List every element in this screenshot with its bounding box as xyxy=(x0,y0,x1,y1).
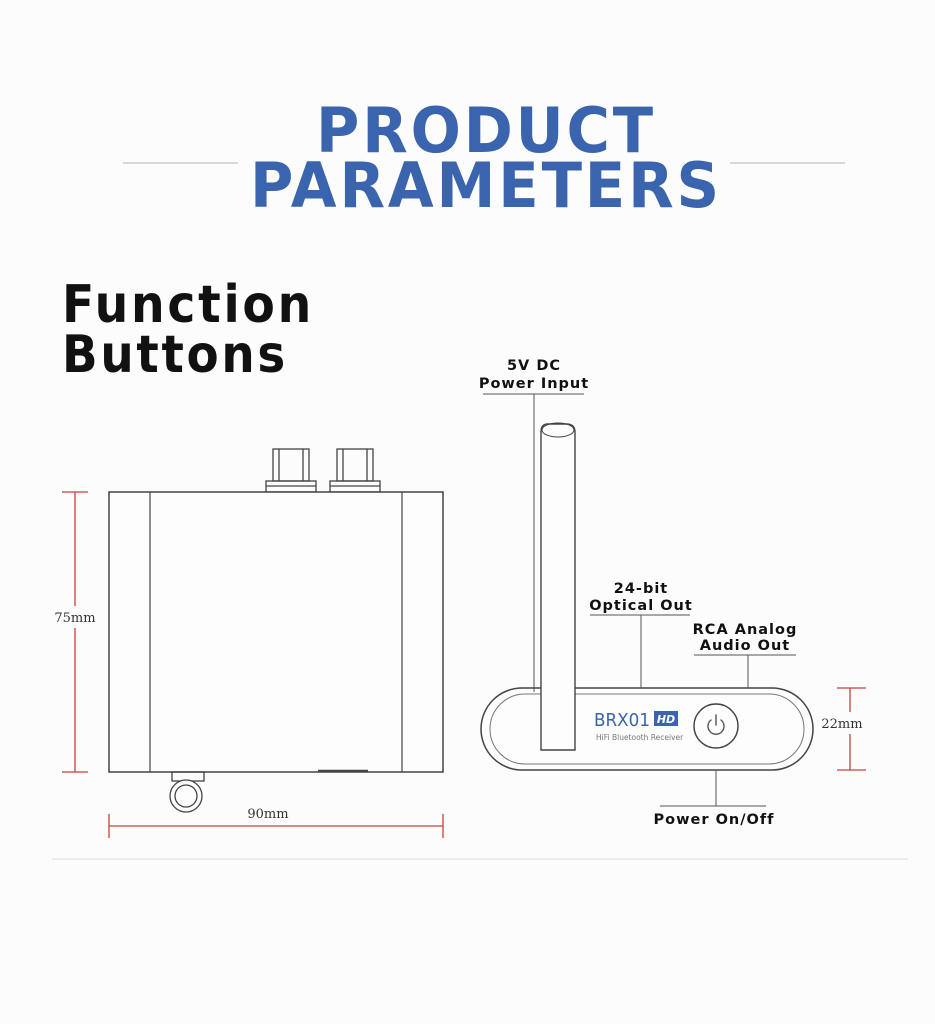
right-device: BRX01 HD HiFi Bluetooth Receiver 22mm xyxy=(480,422,866,771)
callout-rca-out: RCA Analog Audio Out xyxy=(693,622,798,688)
hd-badge xyxy=(654,711,678,726)
width-dimension xyxy=(108,814,444,838)
callout-rca-out-line-2: Audio Out xyxy=(700,638,791,654)
section-heading-line-2: Buttons xyxy=(62,325,288,385)
height-dimension-right xyxy=(837,687,866,771)
knob xyxy=(169,771,205,813)
antenna-icon xyxy=(540,422,576,751)
device-subtitle: HiFi Bluetooth Receiver xyxy=(596,733,684,742)
width-label: 90mm xyxy=(247,807,288,822)
callout-optical-out-line-1: 24-bit xyxy=(614,581,668,597)
hd-badge-label: HD xyxy=(657,713,675,726)
height-label-left: 75mm xyxy=(54,611,95,626)
height-dimension-left xyxy=(62,491,88,773)
power-button[interactable] xyxy=(693,703,739,749)
connector-right xyxy=(329,448,381,493)
callout-rca-out-line-1: RCA Analog xyxy=(693,622,798,638)
connector-left xyxy=(265,448,317,493)
right-device-body-inner xyxy=(489,693,805,765)
left-device-body xyxy=(108,491,444,773)
height-label-right: 22mm xyxy=(821,717,862,732)
callout-optical-out-line-2: Optical Out xyxy=(589,598,693,614)
page-title: PRODUCT PARAMETERS xyxy=(123,94,845,222)
callout-optical-out: 24-bit Optical Out xyxy=(589,581,693,688)
callout-power-button-line-1: Power On/Off xyxy=(654,812,775,828)
callout-power-input-line-1: 5V DC xyxy=(507,358,561,374)
callout-power-input: 5V DC Power Input xyxy=(479,358,589,692)
left-device: 75mm 90mm xyxy=(54,448,444,838)
title-line-2: PARAMETERS xyxy=(250,149,722,222)
brand-label: BRX01 xyxy=(594,710,650,731)
section-heading-line-1: Function xyxy=(62,275,314,335)
title-line-1: PRODUCT xyxy=(316,94,656,167)
section-heading: Function Buttons xyxy=(62,275,314,385)
callout-power-button: Power On/Off xyxy=(654,770,775,828)
power-icon xyxy=(707,714,725,735)
callout-power-input-line-2: Power Input xyxy=(479,376,589,392)
